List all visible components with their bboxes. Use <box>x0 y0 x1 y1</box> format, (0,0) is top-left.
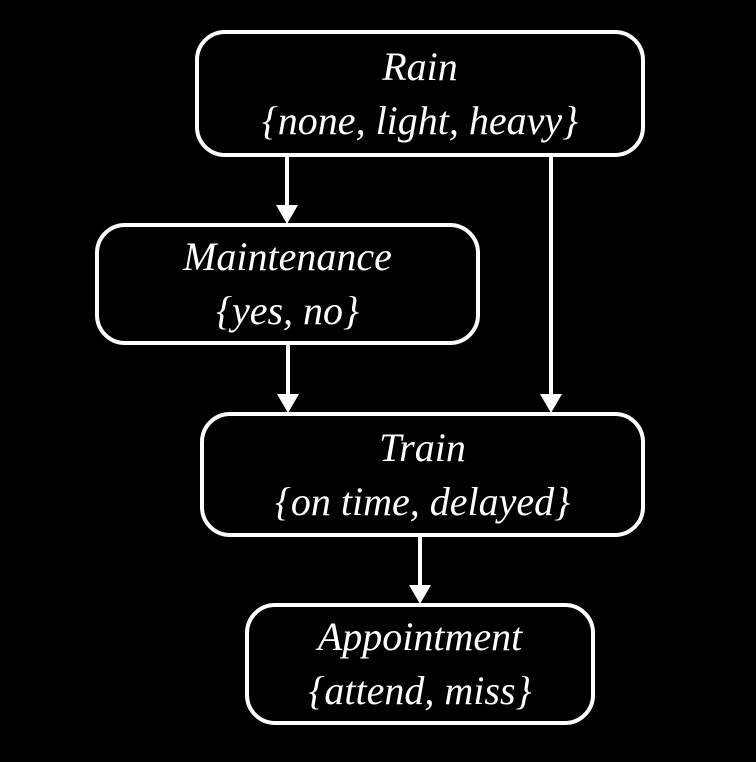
node-rain: Rain {none, light, heavy} <box>195 30 645 157</box>
arrowhead-rain-to-maintenance <box>276 205 298 224</box>
node-train: Train {on time, delayed} <box>200 412 645 537</box>
node-appointment-values: {attend, miss} <box>308 668 532 713</box>
arrowhead-maintenance-to-train <box>277 394 299 413</box>
node-appointment-label: Appointment <box>317 614 523 659</box>
node-maintenance-values: {yes, no} <box>215 288 360 333</box>
node-maintenance-label: Maintenance <box>183 234 392 279</box>
node-train-values: {on time, delayed} <box>274 478 571 524</box>
node-maintenance: Maintenance {yes, no} <box>95 223 480 345</box>
node-appointment: Appointment {attend, miss} <box>245 603 595 725</box>
arrowhead-train-to-appointment <box>409 585 431 604</box>
node-train-label: Train <box>379 424 466 470</box>
arrowhead-rain-to-train <box>540 394 562 413</box>
node-rain-label: Rain <box>382 43 458 89</box>
node-rain-values: {none, light, heavy} <box>261 97 579 143</box>
